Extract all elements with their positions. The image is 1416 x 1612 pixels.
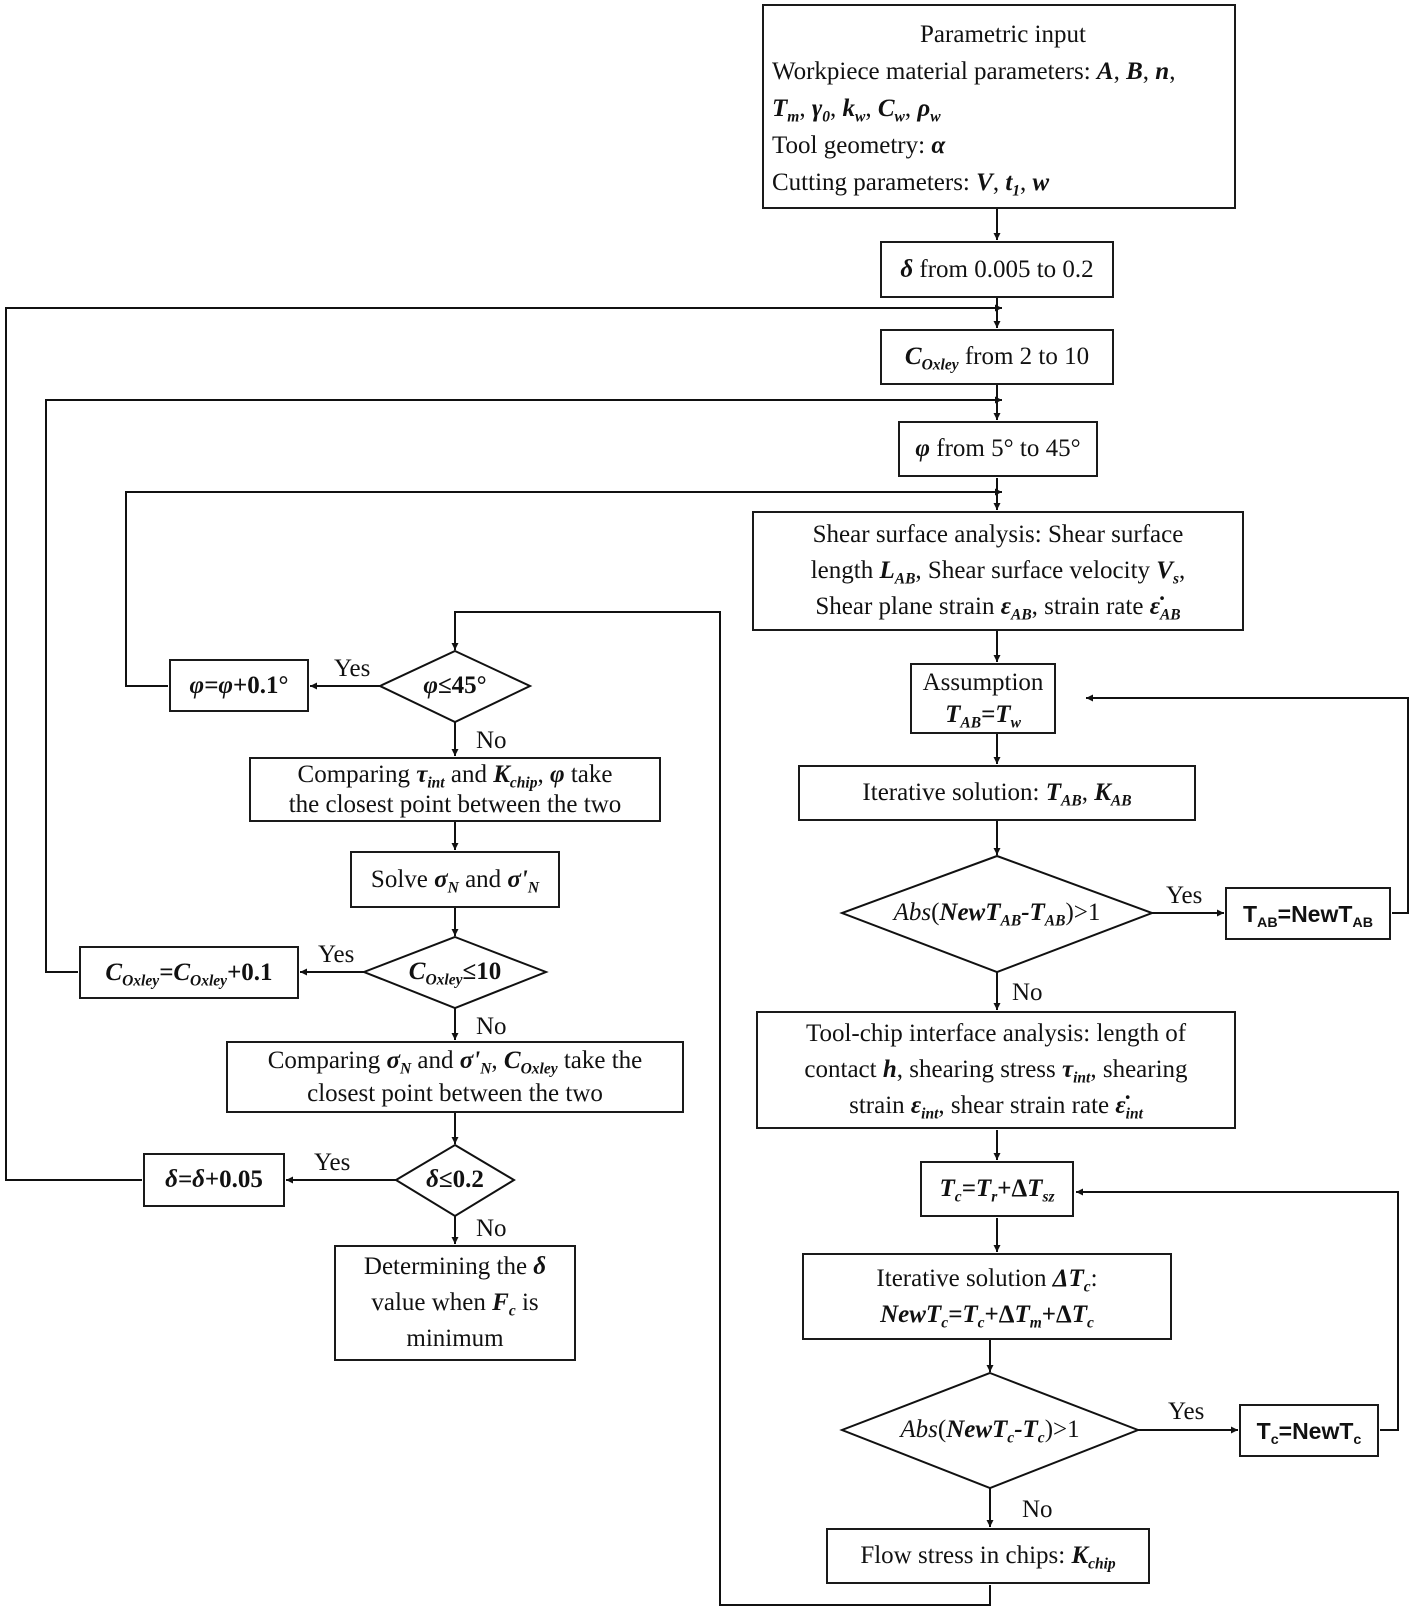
decision-phi-label: φ≤45° [423,672,487,699]
iterative-tab-box: Iterative solution: TAB, KAB [798,765,1196,821]
yes-label-coxley: Yes [318,941,355,968]
tc-formula-box: Tc=Tr+ΔTsz [920,1161,1074,1217]
decision-coxley-label: COxley≤10 [408,958,502,989]
material-params: Workpiece material parameters: A, B, n, [772,58,1176,85]
iterative-tc-box: Iterative solution ΔTc: NewTc=Tc+ΔTm+ΔTc [802,1253,1172,1340]
input-title: Parametric input [920,21,1086,48]
phi-update-box: φ=φ+0.1° [169,659,309,712]
tool-chip-box: Tool-chip interface analysis: length of … [756,1011,1236,1129]
coxley-update-box: COxley=COxley+0.1 [79,946,299,999]
flow-stress-box: Flow stress in chips: Kchip [826,1528,1150,1584]
phi-range-box: φ from 5° to 45° [898,421,1098,477]
shear-surface-box: Shear surface analysis: Shear surface le… [752,511,1244,631]
delta-range-box: δ from 0.005 to 0.2 [880,241,1114,298]
arrow-tab-loopback [1086,694,1409,914]
decision-delta [394,1143,516,1218]
material-params-2: Tm, γ0, kw, Cw, ρw [772,95,941,126]
compare-phi-box: Comparing τint and Kchip, φ take the clo… [249,757,661,822]
no-label-delta: No [476,1215,507,1242]
coxley-range-box: COxley from 2 to 10 [880,329,1114,385]
solve-sigma-box: Solve σN and σ'N [350,851,560,908]
no-label-tab: No [1012,979,1043,1006]
decision-coxley [361,935,549,1010]
cutting-params: Cutting parameters: V, t1, w [772,169,1050,200]
yes-label-delta: Yes [314,1149,351,1176]
tool-geometry: Tool geometry: α [772,132,946,159]
parametric-input-box: Parametric input Workpiece material para… [762,4,1236,209]
no-label-phi: No [476,727,507,754]
decision-tc-label: Abs(NewTc-Tc)>1 [900,1416,1080,1447]
yes-label-tab: Yes [1166,882,1203,909]
decision-tab [839,854,1155,974]
decision-phi [377,649,533,724]
compare-coxley-box: Comparing σN and σ'N, COxley take the cl… [226,1041,684,1113]
arrow-c-loopback [45,396,1002,973]
arrow-phi-loopback [125,488,1002,687]
decision-tab-label: Abs(NewTAB-TAB)>1 [893,899,1101,930]
no-label-tc: No [1022,1496,1053,1523]
yes-label-tc: Yes [1168,1398,1205,1425]
yes-label-phi: Yes [334,655,371,682]
tc-update-box: Tc=NewTc [1239,1404,1379,1457]
tab-update-box: TAB=NewTAB [1225,887,1391,940]
decision-delta-label: δ≤0.2 [426,1166,484,1193]
determine-delta-box: Determining the δ value when Fc is minim… [334,1245,576,1361]
arrow-flow-to-phi-decision [451,611,991,1606]
arrow-tc-loopback [1076,1188,1399,1431]
arrow-d-loopback [5,304,1002,1181]
no-label-coxley: No [476,1013,507,1040]
assumption-box: Assumption TAB=Tw [910,663,1056,734]
decision-tc [839,1371,1141,1490]
delta-update-box: δ=δ+0.05 [143,1153,285,1207]
